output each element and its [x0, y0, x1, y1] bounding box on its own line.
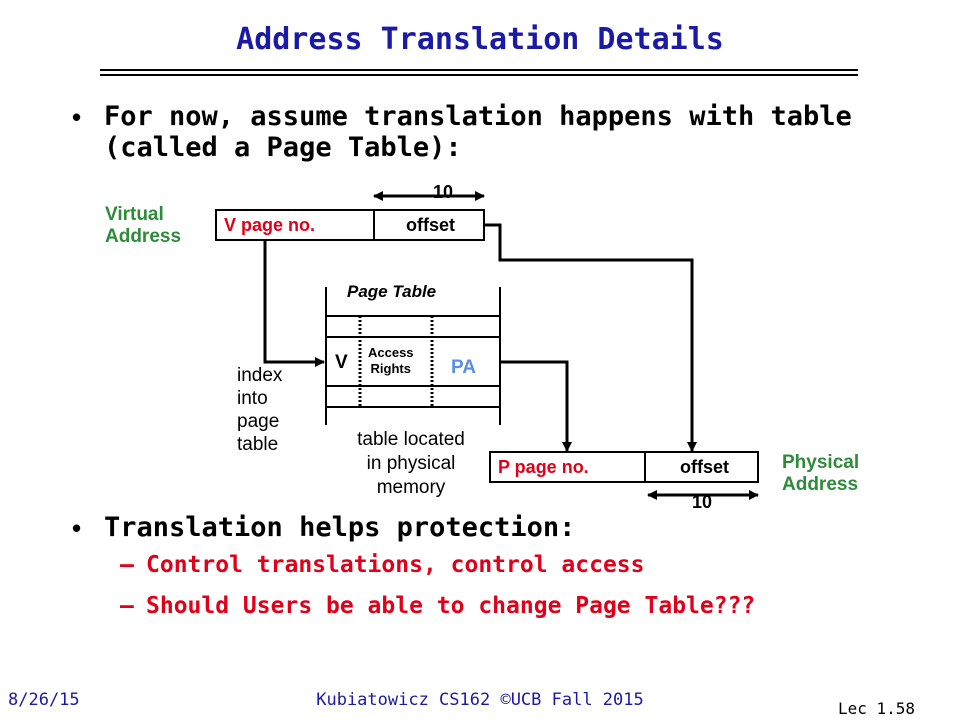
located-label-line: in physical — [366, 453, 456, 474]
v-offset-field: offset — [406, 215, 455, 235]
virtual-address-label: Virtual Address — [105, 204, 181, 248]
bullet-1-line-1: For now, assume translation happens with… — [104, 101, 852, 132]
index-arrow — [263, 240, 325, 367]
physical-address-box — [489, 451, 759, 483]
offset-bits-bottom: 10 — [692, 492, 713, 512]
access-rights-line: Access — [368, 345, 414, 360]
located-label-line: memory — [376, 477, 446, 498]
virtual-label-line: Virtual — [105, 204, 164, 225]
located-label-line: table located — [357, 429, 465, 450]
title-rule-top — [100, 69, 858, 71]
bullet-dot: • — [72, 513, 82, 543]
index-into-page-table-label: index into page table — [237, 364, 282, 456]
pa-arrow — [500, 360, 572, 452]
title-rule-bottom — [100, 74, 858, 76]
slide-title: Address Translation Details — [236, 22, 724, 57]
access-rights-line: Rights — [370, 361, 411, 376]
sub-bullet-1-text: Control translations, control access — [146, 552, 645, 578]
sub-bullet-2-text: Should Users be able to change Page Tabl… — [146, 593, 756, 619]
physical-address-label: Physical Address — [782, 452, 859, 496]
bullet-2-text: Translation helps protection: — [104, 512, 576, 543]
entry-access-rights: Access Rights — [368, 345, 414, 377]
index-label-line: index — [237, 365, 283, 386]
virtual-address-box — [215, 209, 485, 241]
page-table-title: Page Table — [347, 282, 437, 301]
table-located-label: table located in physical memory — [336, 428, 486, 500]
entry-valid-bit: V — [335, 352, 348, 373]
p-offset-field: offset — [680, 457, 729, 477]
entry-pa: PA — [451, 357, 476, 378]
index-label-line: table — [237, 434, 279, 455]
index-label-line: page — [237, 411, 280, 432]
offset-copy-arrow — [484, 223, 697, 452]
physical-label-line: Physical — [782, 452, 860, 473]
virtual-label-line: Address — [105, 226, 182, 247]
physical-label-line: Address — [782, 474, 859, 495]
footer-lecture: Lec 1.58 — [838, 699, 916, 718]
offset-bits-top: 10 — [433, 182, 454, 202]
footer-date: 8/26/15 — [8, 690, 80, 710]
bullet-1-line-2: (called a Page Table): — [104, 132, 462, 163]
sub-dash: – — [120, 593, 134, 619]
sub-dash: – — [120, 552, 134, 578]
bullet-dot: • — [72, 102, 82, 132]
index-label-line: into — [237, 388, 268, 409]
footer-course: Kubiatowicz CS162 ©UCB Fall 2015 — [316, 690, 644, 710]
p-page-no-field: P page no. — [498, 457, 589, 477]
v-page-no-field: V page no. — [224, 215, 316, 235]
